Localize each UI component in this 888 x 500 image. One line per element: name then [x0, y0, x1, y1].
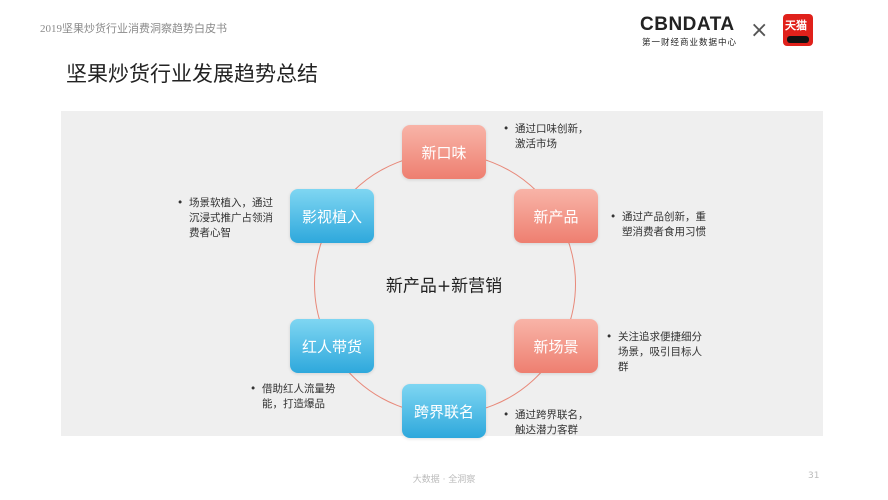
- page-number: 31: [808, 471, 820, 481]
- note-new-scene: • 关注追求便捷细分场景，吸引目标人群: [606, 330, 712, 375]
- report-title: 2019坚果炒货行业消费洞察趋势白皮书: [40, 23, 227, 35]
- note-text: 通过产品创新，重塑消费者食用习惯: [622, 211, 706, 238]
- note-text: 通过口味创新，激活市场: [515, 123, 589, 150]
- tmall-logo-text: 天猫: [785, 19, 807, 32]
- cross-icon: ×: [750, 18, 769, 43]
- center-label: 新产品+新营销: [385, 276, 503, 297]
- note-new-product: • 通过产品创新，重塑消费者食用习惯: [610, 210, 708, 240]
- bullet-icon: •: [503, 409, 510, 421]
- bullet-icon: •: [503, 123, 510, 135]
- footer-source: 大数据 · 全洞察: [412, 475, 476, 485]
- cbndata-logo: CBNDATA: [640, 14, 735, 35]
- page-heading: 坚果炒货行业发展趋势总结: [66, 62, 318, 86]
- bullet-icon: •: [606, 331, 613, 343]
- bullet-icon: •: [250, 383, 257, 395]
- note-text: 借助红人流量势能，打造爆品: [262, 383, 336, 410]
- node-new-flavor: 新口味: [402, 125, 486, 179]
- cbndata-subtitle: 第一财经商业数据中心: [642, 38, 738, 48]
- note-influencer: • 借助红人流量势能，打造爆品: [250, 382, 356, 412]
- brand-logos: CBNDATA 第一财经商业数据中心 × 天猫: [640, 12, 820, 52]
- node-new-scene: 新场景: [514, 319, 598, 373]
- node-influencer: 红人带货: [290, 319, 374, 373]
- node-new-product: 新产品: [514, 189, 598, 243]
- note-new-flavor: • 通过口味创新，激活市场: [503, 122, 591, 152]
- tmall-eyes-icon: [787, 36, 809, 43]
- note-crossover: • 通过跨界联名，触达潜力客群: [503, 408, 595, 438]
- note-text: 场景软植入，通过沉浸式推广占领消费者心智: [189, 197, 273, 239]
- bullet-icon: •: [610, 211, 617, 223]
- note-product-placement: • 场景软植入，通过沉浸式推广占领消费者心智: [177, 196, 283, 241]
- node-product-placement: 影视植入: [290, 189, 374, 243]
- node-crossover: 跨界联名: [402, 384, 486, 438]
- note-text: 关注追求便捷细分场景，吸引目标人群: [618, 331, 702, 373]
- note-text: 通过跨界联名，触达潜力客群: [515, 409, 589, 436]
- tmall-logo: 天猫: [783, 14, 813, 46]
- bullet-icon: •: [177, 197, 184, 209]
